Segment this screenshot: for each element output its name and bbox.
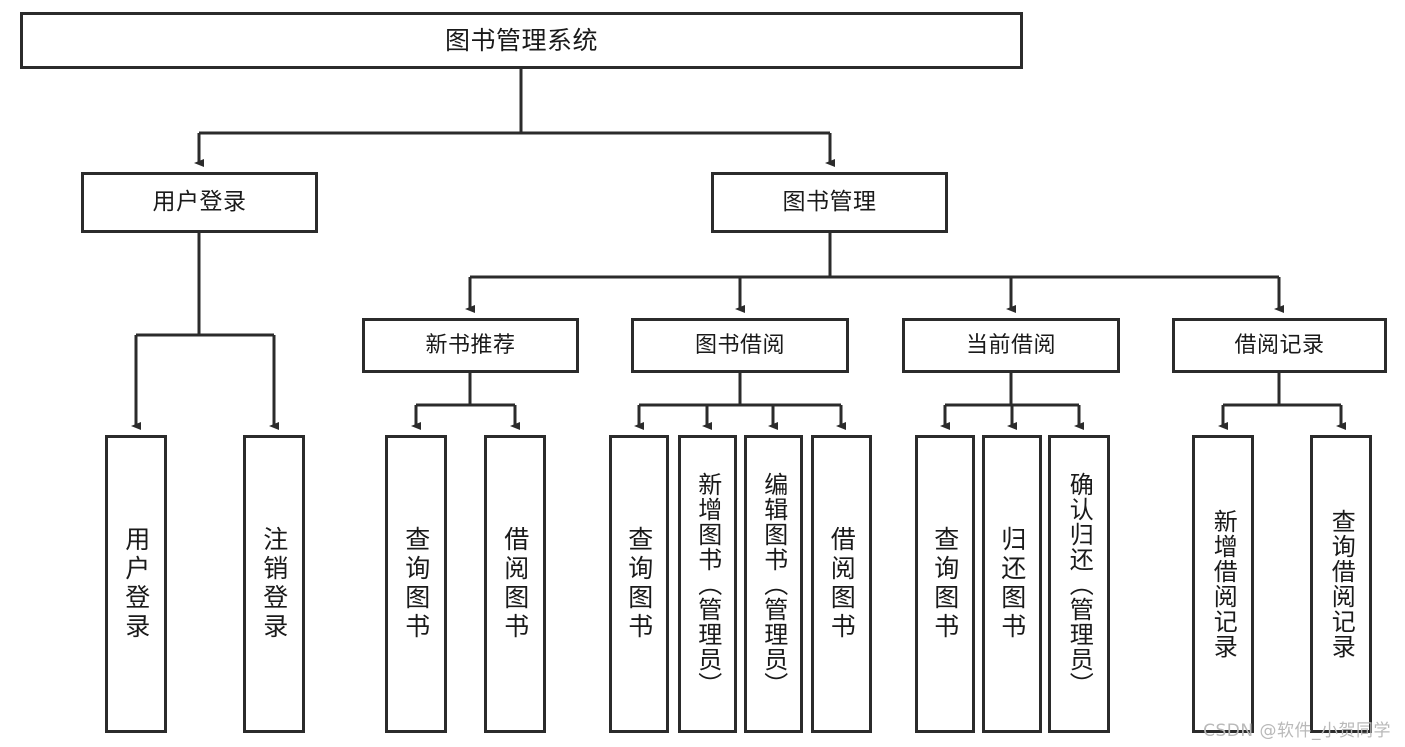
node-root-system[interactable]: 图书管理系统 — [20, 12, 1023, 69]
leaf-node[interactable]: 借阅图书 — [811, 435, 872, 733]
node-label: 借阅记录 — [1234, 332, 1325, 358]
node-label: 查询图书 — [624, 526, 654, 642]
leaf-node[interactable]: 查询借阅记录 — [1310, 435, 1372, 733]
leaf-node[interactable]: 查询图书 — [385, 435, 447, 733]
leaf-node[interactable]: 借阅图书 — [484, 435, 546, 733]
leaf-node[interactable]: 查询图书 — [915, 435, 975, 733]
leaf-node[interactable]: 注销登录 — [243, 435, 305, 733]
node-label: 用户登录 — [152, 188, 247, 215]
node-label: 借阅图书 — [827, 526, 857, 642]
node-label: 确认归还（管理员） — [1065, 471, 1094, 697]
node-label: 新增图书（管理员） — [693, 471, 722, 697]
node-label: 归还图书 — [997, 526, 1027, 642]
node-label: 新增借阅记录 — [1209, 509, 1238, 659]
leaf-node[interactable]: 新增图书（管理员） — [678, 435, 737, 733]
node-label: 查询图书 — [930, 526, 960, 642]
node-borrow-record[interactable]: 借阅记录 — [1172, 318, 1387, 373]
node-book-borrow[interactable]: 图书借阅 — [631, 318, 849, 373]
node-label: 注销登录 — [259, 526, 289, 642]
leaf-node[interactable]: 归还图书 — [982, 435, 1042, 733]
node-label: 图书管理 — [782, 188, 877, 215]
node-label: 图书借阅 — [694, 332, 785, 358]
node-label: 新书推荐 — [425, 332, 516, 358]
node-label: 当前借阅 — [965, 332, 1056, 358]
node-label: 查询借阅记录 — [1327, 509, 1356, 659]
node-label: 借阅图书 — [500, 526, 530, 642]
node-book-management[interactable]: 图书管理 — [711, 172, 948, 233]
leaf-node[interactable]: 新增借阅记录 — [1192, 435, 1254, 733]
leaf-node[interactable]: 用户登录 — [105, 435, 167, 733]
node-current-borrow[interactable]: 当前借阅 — [902, 318, 1120, 373]
node-label: 编辑图书（管理员） — [759, 471, 788, 697]
node-label: 查询图书 — [401, 526, 431, 642]
node-label: 用户登录 — [121, 526, 151, 642]
node-new-book-recommend[interactable]: 新书推荐 — [362, 318, 579, 373]
node-label: 图书管理系统 — [444, 25, 598, 55]
leaf-node[interactable]: 编辑图书（管理员） — [744, 435, 803, 733]
node-user-login[interactable]: 用户登录 — [81, 172, 318, 233]
leaf-node[interactable]: 查询图书 — [609, 435, 669, 733]
watermark-text: CSDN @软件_小贺同学 — [1203, 721, 1391, 741]
leaf-node[interactable]: 确认归还（管理员） — [1048, 435, 1110, 733]
